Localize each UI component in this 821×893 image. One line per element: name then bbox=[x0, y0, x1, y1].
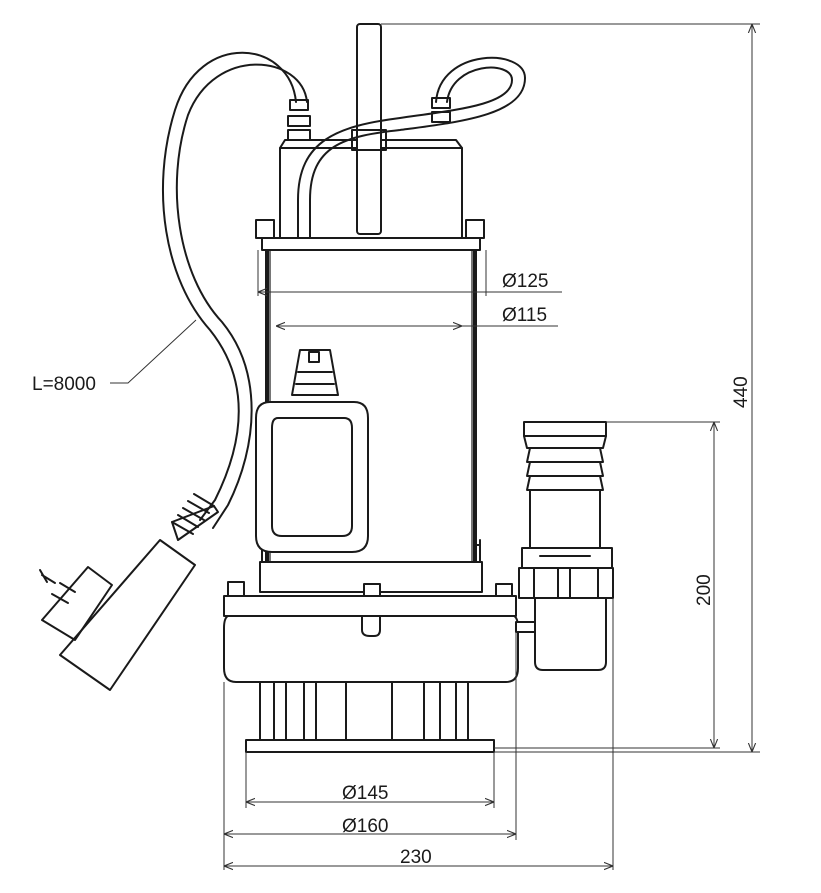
inlet-strainer bbox=[245, 681, 495, 753]
cable-strain-relief bbox=[171, 493, 219, 541]
motor-inner-diameter-label: Ø115 bbox=[502, 305, 547, 326]
discharge-outlet bbox=[515, 421, 614, 671]
float-switch bbox=[255, 349, 369, 553]
outlet-height-label: 200 bbox=[694, 574, 715, 606]
total-height-label: 440 bbox=[731, 376, 752, 408]
dim-total-width: 230 bbox=[224, 598, 614, 870]
dim-housing-diameter: Ø160 bbox=[223, 632, 517, 870]
dim-cable-length: L=8000 bbox=[32, 319, 197, 395]
total-width-label: 230 bbox=[400, 847, 432, 868]
housing-diameter-label: Ø160 bbox=[342, 816, 388, 837]
handle bbox=[351, 23, 387, 235]
dim-motor-outer: Ø125 bbox=[257, 250, 562, 296]
plug-body bbox=[39, 539, 196, 691]
dim-base-diameter: Ø145 bbox=[245, 752, 495, 808]
motor-outer-diameter-label: Ø125 bbox=[502, 271, 548, 292]
float-cable bbox=[297, 56, 526, 266]
pump-housing bbox=[223, 581, 519, 683]
base-diameter-label: Ø145 bbox=[342, 783, 388, 804]
dim-total-height: 440 bbox=[381, 23, 760, 753]
cable-length-label: L=8000 bbox=[32, 374, 96, 395]
power-cable bbox=[161, 51, 311, 529]
dim-outlet-height: 200 bbox=[494, 421, 720, 749]
dim-motor-inner: Ø115 bbox=[276, 305, 558, 326]
